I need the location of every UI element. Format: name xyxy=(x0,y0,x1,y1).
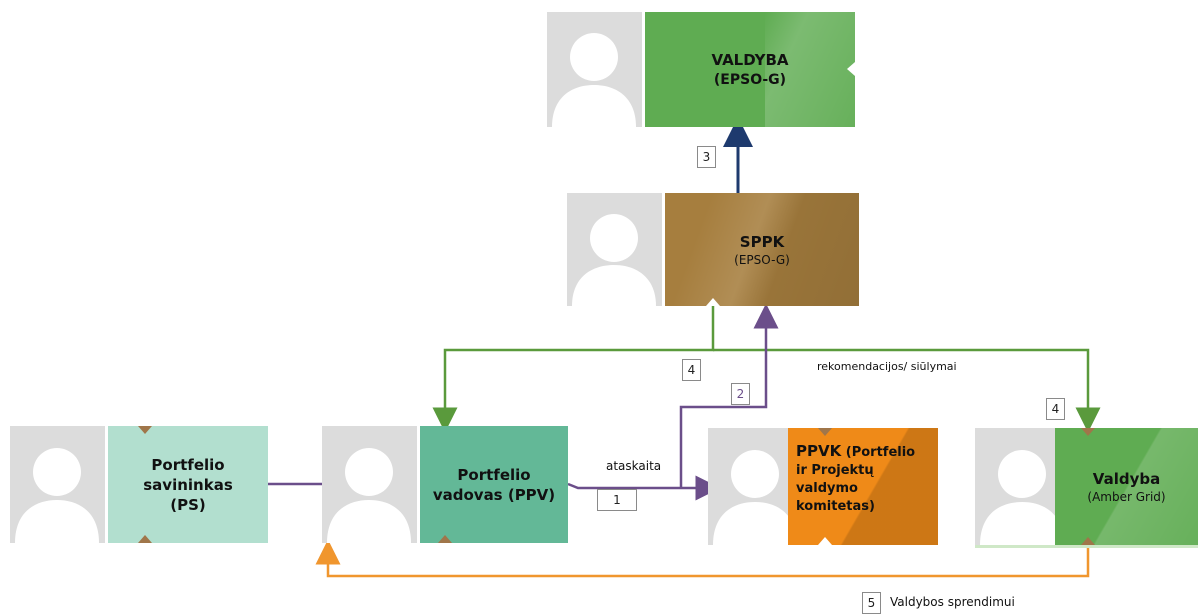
portfolio-owner-title: Portfelio savininkas (PS) xyxy=(143,455,233,514)
ppvk-node: PPVK (Portfelio ir Projektų valdymo komi… xyxy=(708,428,938,545)
ppvk-label: PPVK (Portfelio ir Projektų valdymo komi… xyxy=(788,428,938,545)
sppk-label: SPPK (EPSO-G) xyxy=(665,193,859,306)
step-number-5: 5 xyxy=(862,592,881,614)
portfolio-manager-node: Portfelio vadovas (PPV) xyxy=(322,426,568,543)
portfolio-manager-title: Portfelio vadovas (PPV) xyxy=(432,465,556,504)
valdyba-ag-subtitle: (Amber Grid) xyxy=(1087,489,1166,504)
sppk-title: SPPK xyxy=(739,232,785,251)
valdyba-epso-subtitle: (EPSO-G) xyxy=(713,71,787,88)
valdyba-ag-base-line xyxy=(975,545,1198,548)
valdybos-sprendimui-connector xyxy=(315,539,1090,578)
valdyba-epso-title: VALDYBA xyxy=(711,50,789,69)
ppvk-sppk-connector xyxy=(679,303,779,488)
step-number-2: 2 xyxy=(731,383,750,405)
portfolio-manager-label: Portfelio vadovas (PPV) xyxy=(420,426,568,543)
portfolio-owner-label: Portfelio savininkas (PS) xyxy=(108,426,268,543)
valdyba-ag-node: Valdyba (Amber Grid) xyxy=(975,428,1198,545)
sppk-subtitle: (EPSO-G) xyxy=(734,252,790,267)
ataskaita-label: ataskaita xyxy=(606,459,662,473)
person-icon xyxy=(567,193,662,306)
ataskaita-connector xyxy=(567,475,721,501)
notch-icon xyxy=(438,535,452,543)
notch-icon xyxy=(1081,537,1095,545)
recommendations-label: rekomendacijos/ siūlymai xyxy=(817,360,957,373)
valdyba-ag-label: Valdyba (Amber Grid) xyxy=(1055,428,1198,545)
notch-icon xyxy=(818,428,832,436)
person-icon xyxy=(547,12,642,127)
sppk-node: SPPK (EPSO-G) xyxy=(567,193,859,306)
person-icon xyxy=(708,428,803,545)
notch-icon xyxy=(818,537,832,545)
recommendations-connector xyxy=(432,306,715,433)
valdyba-epso-label: VALDYBA (EPSO-G) xyxy=(645,12,855,127)
ppvk-title-rest: (Portfelio ir Projektų valdymo komitetas… xyxy=(796,445,916,514)
step-number-1: 1 xyxy=(597,489,637,511)
portfolio-owner-node: Portfelio savininkas (PS) xyxy=(10,426,268,543)
step-number-3: 3 xyxy=(697,146,716,168)
person-icon xyxy=(322,426,417,543)
person-icon xyxy=(10,426,105,543)
recommendations-connector-right xyxy=(713,348,1101,433)
notch-icon xyxy=(138,535,152,543)
valdybos-sprendimui-label: Valdybos sprendimui xyxy=(890,595,1015,609)
notch-icon xyxy=(706,298,720,306)
notch-icon xyxy=(138,426,152,434)
notch-icon xyxy=(1081,428,1095,436)
step-number-4-left: 4 xyxy=(682,359,701,381)
ppvk-title: PPVK (Portfelio ir Projektų valdymo komi… xyxy=(788,428,938,516)
step-number-4-right: 4 xyxy=(1046,398,1065,420)
valdyba-epso-node: VALDYBA (EPSO-G) xyxy=(547,12,855,127)
notch-icon xyxy=(847,62,855,76)
valdyba-ag-title: Valdyba xyxy=(1092,469,1161,488)
person-icon xyxy=(975,428,1070,545)
ppvk-title-bold: PPVK xyxy=(796,442,842,460)
